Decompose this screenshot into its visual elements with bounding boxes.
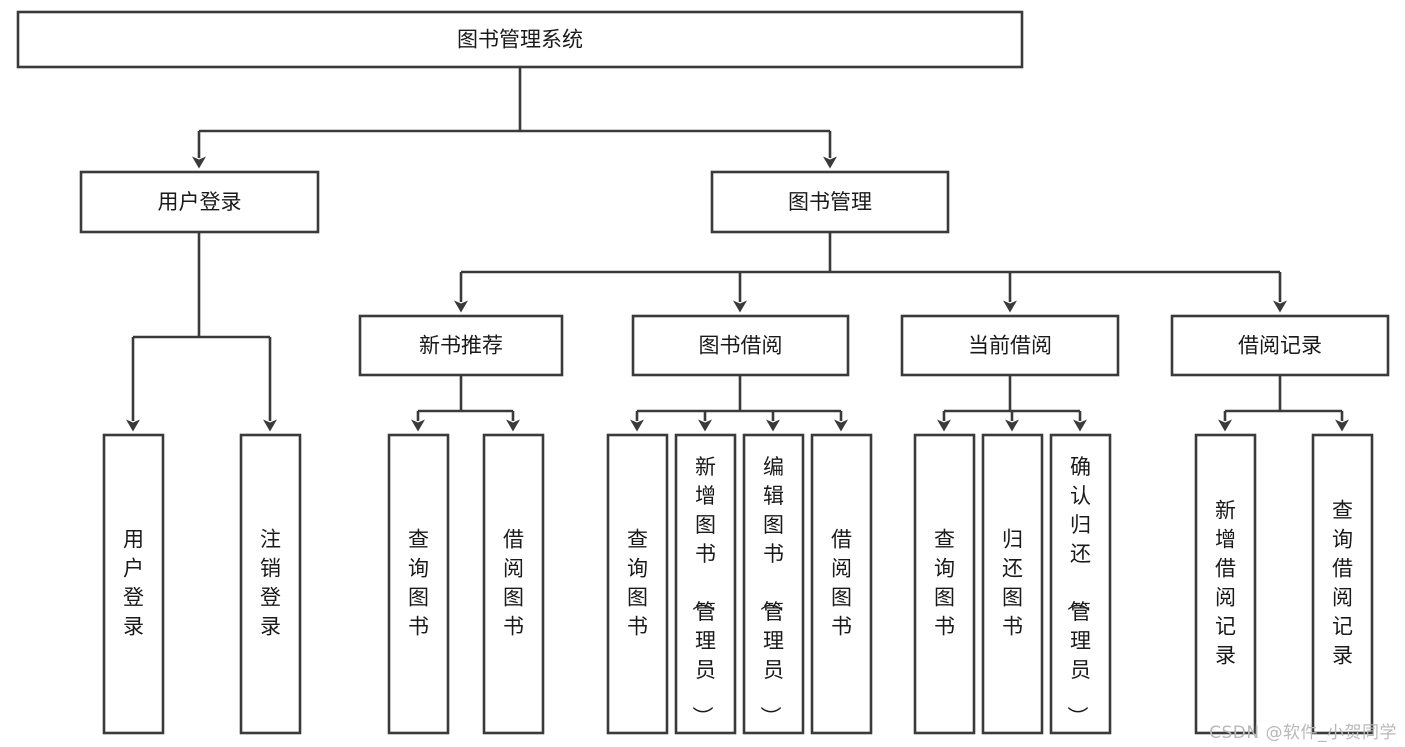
node-leaf-6-box[interactable]	[742, 433, 805, 735]
node-leaf-9[interactable]: 归还图书	[981, 433, 1044, 735]
node-level2-0[interactable]: 用户登录	[79, 170, 320, 234]
node-leaf-5-box[interactable]	[674, 433, 737, 735]
node-leaf-3-label: 借阅图书	[503, 528, 524, 639]
node-level3-2-label: 当前借阅	[968, 334, 1052, 358]
leaf-node-group: 用户登录 注销登录 查询图书 借阅图书 查询图书 新增图书（管理员） 编辑图书（管理员） 借阅…	[102, 433, 1374, 735]
node-leaf-2-box[interactable]	[387, 433, 450, 735]
node-root-box[interactable]	[16, 10, 1024, 69]
node-leaf-10-label: 确认归还（管理员）	[1065, 455, 1091, 727]
node-level3-2-box[interactable]	[900, 314, 1120, 377]
node-leaf-2-label: 查询图书	[408, 528, 429, 639]
node-leaf-0-label: 用户登录	[123, 528, 144, 639]
node-level3-1-box[interactable]	[631, 314, 850, 377]
node-leaf-9-label: 归还图书	[1002, 528, 1023, 639]
node-level2-0-box[interactable]	[79, 170, 320, 234]
node-leaf-1-box[interactable]	[239, 433, 302, 735]
node-level3-3-label: 借阅记录	[1238, 334, 1322, 358]
node-leaf-11-label: 新增借阅记录	[1215, 499, 1236, 668]
node-leaf-7[interactable]: 借阅图书	[810, 433, 873, 735]
level3-node-group: 新书推荐 图书借阅 当前借阅 借阅记录	[358, 314, 1390, 377]
node-leaf-0[interactable]: 用户登录	[102, 433, 165, 735]
node-root-label: 图书管理系统	[457, 28, 583, 52]
watermark-label: CSDN @软件_小贺同学	[1209, 723, 1397, 743]
node-leaf-12-label: 查询借阅记录	[1332, 499, 1353, 668]
node-leaf-5-label: 新增图书（管理员）	[690, 455, 716, 727]
node-level3-1-label: 图书借阅	[699, 334, 783, 358]
node-leaf-1[interactable]: 注销登录	[239, 433, 302, 735]
node-leaf-8-box[interactable]	[913, 433, 976, 735]
level2-node-group: 用户登录 图书管理	[79, 170, 950, 234]
node-leaf-5[interactable]: 新增图书（管理员）	[674, 433, 737, 735]
node-leaf-6-label: 编辑图书（管理员）	[758, 455, 784, 727]
node-leaf-7-box[interactable]	[810, 433, 873, 735]
node-leaf-12[interactable]: 查询借阅记录	[1311, 433, 1374, 735]
node-leaf-4-label: 查询图书	[627, 528, 648, 639]
node-leaf-8[interactable]: 查询图书	[913, 433, 976, 735]
node-leaf-9-box[interactable]	[981, 433, 1044, 735]
node-leaf-11[interactable]: 新增借阅记录	[1194, 433, 1257, 735]
node-leaf-4-box[interactable]	[606, 433, 669, 735]
node-level3-1[interactable]: 图书借阅	[631, 314, 850, 377]
node-level3-0-box[interactable]	[358, 314, 564, 377]
node-leaf-12-box[interactable]	[1311, 433, 1374, 735]
node-level3-3-box[interactable]	[1170, 314, 1390, 377]
node-level2-1-label: 图书管理	[788, 190, 872, 214]
node-leaf-3-box[interactable]	[482, 433, 545, 735]
node-leaf-1-label: 注销登录	[260, 528, 281, 639]
node-level3-0-label: 新书推荐	[419, 334, 503, 358]
node-leaf-4[interactable]: 查询图书	[606, 433, 669, 735]
node-leaf-7-label: 借阅图书	[831, 528, 852, 639]
node-root[interactable]: 图书管理系统	[16, 10, 1024, 69]
node-leaf-6[interactable]: 编辑图书（管理员）	[742, 433, 805, 735]
node-leaf-8-label: 查询图书	[934, 528, 955, 639]
node-level3-0[interactable]: 新书推荐	[358, 314, 564, 377]
node-leaf-0-box[interactable]	[102, 433, 165, 735]
node-level2-1-box[interactable]	[710, 170, 950, 234]
node-leaf-10[interactable]: 确认归还（管理员）	[1049, 433, 1112, 735]
node-leaf-11-box[interactable]	[1194, 433, 1257, 735]
connector-group	[126, 67, 1349, 432]
node-level3-3[interactable]: 借阅记录	[1170, 314, 1390, 377]
node-level3-2[interactable]: 当前借阅	[900, 314, 1120, 377]
node-level2-0-label: 用户登录	[158, 190, 242, 214]
node-leaf-3[interactable]: 借阅图书	[482, 433, 545, 735]
node-level2-1[interactable]: 图书管理	[710, 170, 950, 234]
node-leaf-10-box[interactable]	[1049, 433, 1112, 735]
node-leaf-2[interactable]: 查询图书	[387, 433, 450, 735]
